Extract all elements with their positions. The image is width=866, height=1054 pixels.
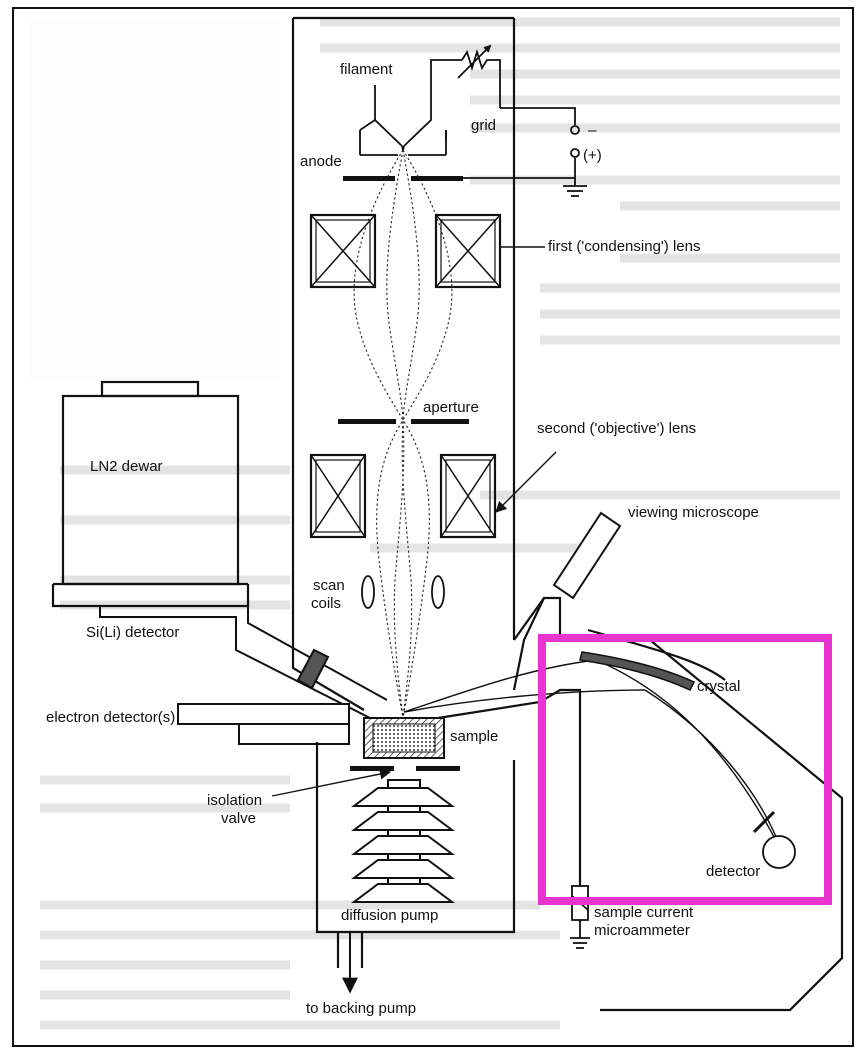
backing-pump-label: to backing pump: [306, 1000, 416, 1017]
plus-terminal-label: (+): [583, 147, 602, 164]
filament-label: filament: [340, 61, 393, 78]
anode-label: anode: [300, 153, 342, 170]
sample-current-label-line1: sample current: [594, 904, 694, 921]
first-lens-label: first ('condensing') lens: [548, 238, 700, 255]
isolation-valve-label-line2: valve: [221, 810, 256, 827]
viewing-microscope-label: viewing microscope: [628, 504, 759, 521]
sample-current-label-line2: microammeter: [594, 922, 690, 939]
crystal-label: crystal: [697, 678, 740, 695]
ln2-dewar-label: LN2 dewar: [90, 458, 163, 475]
aperture-label: aperture: [423, 399, 479, 416]
second-lens-label: second ('objective') lens: [537, 420, 696, 437]
scan-coils-label-line2: coils: [311, 595, 341, 612]
diffusion-pump-label: diffusion pump: [341, 907, 438, 924]
isolation-valve-label-line1: isolation: [207, 792, 262, 809]
si-li-detector-label: Si(Li) detector: [86, 624, 179, 641]
microammeter: [570, 886, 590, 948]
detector-label: detector: [706, 863, 760, 880]
sample-label: sample: [450, 728, 498, 745]
grid-label: grid: [471, 117, 496, 134]
electron-detectors-label: electron detector(s): [46, 709, 175, 726]
sample: [364, 718, 444, 758]
minus-terminal-label: –: [588, 122, 597, 139]
scan-coils-label-line1: scan: [313, 577, 345, 594]
